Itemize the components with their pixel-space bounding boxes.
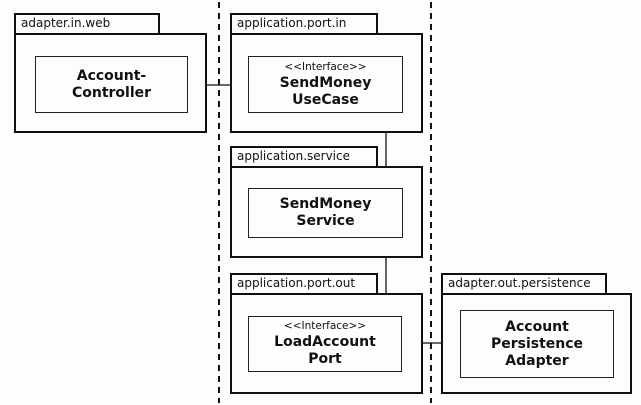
- component-send-money-usecase: <<Interface>> SendMoney UseCase: [248, 56, 403, 113]
- component-name-line: Service: [296, 213, 355, 229]
- component-load-account-port: <<Interface>> LoadAccount Port: [248, 316, 402, 372]
- stereotype-label: <<Interface>>: [283, 320, 367, 332]
- package-tab-port-in: application.port.in: [230, 13, 378, 34]
- component-account-persistence-adapter: Account Persistence Adapter: [460, 310, 614, 378]
- component-name-line: LoadAccount: [274, 334, 376, 350]
- component-name-line: Adapter: [505, 352, 569, 369]
- package-tab-port-out: application.port.out: [230, 273, 378, 294]
- component-name-line: Account: [505, 318, 569, 335]
- component-name-line: SendMoney: [279, 74, 372, 91]
- component-name-line: Port: [308, 351, 342, 367]
- package-tab-adapter-in-web: adapter.in.web: [14, 13, 160, 34]
- package-tab-adapter-out-persistence: adapter.out.persistence: [441, 273, 607, 294]
- component-account-controller: Account- Controller: [35, 56, 188, 113]
- component-name-line: Persistence: [490, 335, 584, 352]
- component-send-money-service: SendMoney Service: [248, 188, 403, 238]
- package-tab-service: application.service: [230, 146, 378, 167]
- component-name-line: SendMoney: [279, 196, 372, 212]
- component-name-line: UseCase: [292, 91, 359, 108]
- component-name-line: Controller: [71, 84, 152, 101]
- stereotype-label: <<Interface>>: [284, 60, 367, 73]
- component-name-line: Account-: [76, 67, 147, 84]
